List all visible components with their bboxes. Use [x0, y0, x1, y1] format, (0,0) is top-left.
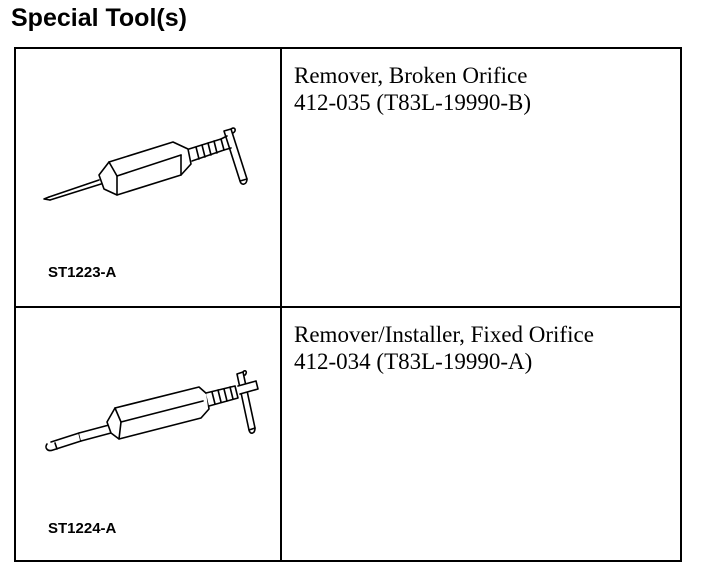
- tool-illustration-cell: ST1223-A: [16, 49, 282, 306]
- tool-part-number: 412-035 (T83L-19990-B): [294, 90, 531, 115]
- illustration-code: ST1224-A: [48, 520, 117, 537]
- special-tools-table: ST1223-A Remover, Broken Orifice 412-035…: [14, 47, 682, 562]
- tool-description-cell: Remover, Broken Orifice 412-035 (T83L-19…: [282, 49, 680, 306]
- tool-name: Remover, Broken Orifice: [294, 63, 528, 88]
- fixed-orifice-remover-installer-icon: [45, 370, 259, 452]
- table-row: ST1224-A Remover/Installer, Fixed Orific…: [16, 308, 680, 560]
- illustration-code: ST1223-A: [48, 264, 117, 281]
- tool-part-number: 412-034 (T83L-19990-A): [294, 349, 533, 374]
- broken-orifice-remover-icon: [43, 127, 248, 201]
- tool-description-cell: Remover/Installer, Fixed Orifice 412-034…: [282, 308, 680, 560]
- page-title: Special Tool(s): [11, 4, 187, 32]
- table-row: ST1223-A Remover, Broken Orifice 412-035…: [16, 49, 680, 308]
- tool-illustration-cell: ST1224-A: [16, 308, 282, 560]
- tool-name: Remover/Installer, Fixed Orifice: [294, 322, 594, 347]
